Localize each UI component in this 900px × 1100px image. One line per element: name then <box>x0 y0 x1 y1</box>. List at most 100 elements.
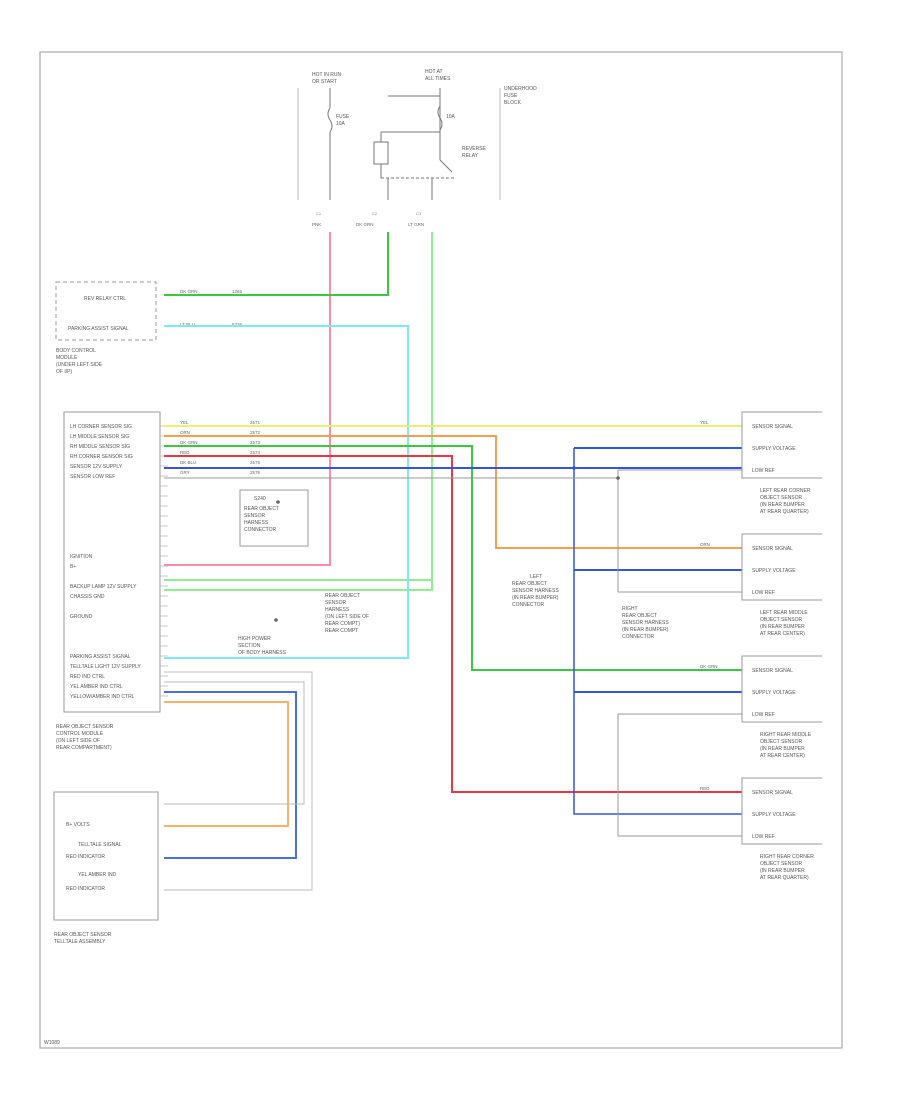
rosm-wire-color: YEL <box>180 420 189 425</box>
sensor-name: OBJECT SENSOR <box>760 495 803 501</box>
ground-note-1: REAR OBJECT <box>325 593 360 599</box>
rosm-wire-circuit: 2575 <box>250 460 261 465</box>
rosm-wire-circuit: 2574 <box>250 450 261 455</box>
relay-switch-icon <box>439 159 453 173</box>
relay-label-1: REVERSE <box>462 146 487 152</box>
clutch-text-3: OF BODY HARNESS <box>238 650 287 656</box>
wire-grey-bus-2 <box>617 714 742 837</box>
middle-note-left: LEFT REAR OBJECT SENSOR HARNESS (IN REAR… <box>512 574 559 608</box>
fuse-block-label-2: FUSE <box>504 93 518 99</box>
sensor-pin-label: SENSOR SIGNAL <box>752 790 793 796</box>
rosm-wire-circuit: 2572 <box>250 430 261 435</box>
rosm-pin-label: YEL AMBER IND CTRL <box>70 684 123 690</box>
wire-red-rhcorner <box>164 455 742 793</box>
sensor-signal-color: DK GRN <box>700 664 718 669</box>
sensor-name: RIGHT REAR MIDDLE <box>760 732 812 738</box>
relay-coil-icon <box>373 141 389 165</box>
bcm-title-1: BODY CONTROL <box>56 348 96 354</box>
fuse-run-label-2: ALL TIMES <box>425 76 451 82</box>
rear-object-module: LH CORNER SENSOR SIG LH MIDDLE SENSOR SIG… <box>56 411 261 751</box>
rosm-pin-label: IGNITION <box>70 554 93 560</box>
rosm-pin-label: LH CORNER SENSOR SIG <box>70 424 132 430</box>
ground-dot-icon <box>274 618 278 622</box>
rosm-pin-label: RED IND CTRL <box>70 674 105 680</box>
middle-note-right-3: SENSOR HARNESS <box>622 620 669 626</box>
splice-note-4: HARNESS <box>244 520 269 526</box>
fuse-wire-color-3: LT GRN <box>408 222 424 227</box>
rosm-wire-color: DK GRN <box>180 440 198 445</box>
sensor-signal-color: RED <box>700 786 710 791</box>
telltale-row-4: YEL AMBER IND <box>78 872 117 878</box>
relay-label-2: RELAY <box>462 153 479 159</box>
telltale-row-2: TELLTALE SIGNAL <box>78 842 122 848</box>
sensor-signal-color: ORN <box>700 542 710 547</box>
rosm-wire-color: GRY <box>180 470 190 475</box>
splice-note-1: S240 <box>254 496 266 502</box>
ground-note-6: REAR COMPT <box>325 628 358 634</box>
rosm-wire-circuit: 2576 <box>250 470 261 475</box>
fuse-label-2: 10A <box>336 121 346 127</box>
wire-ltgreen-backup <box>164 232 433 581</box>
sensor-box <box>741 777 822 845</box>
telltale-title-1: REAR OBJECT SENSOR <box>54 932 112 938</box>
sensor-name: AT REAR QUARTER) <box>760 875 809 881</box>
ground-note-4: (ON LEFT SIDE OF <box>325 614 369 620</box>
fuse-wire-color-2: DK GRN <box>356 222 374 227</box>
bcm-wire-1-circuit: 1265 <box>232 289 243 294</box>
rosm-pin-label: B+ <box>70 564 76 570</box>
rosm-wire-circuit: 2573 <box>250 440 261 445</box>
rosm-pin-label: GROUND <box>70 614 93 620</box>
fuse-block: HOT IN RUN OR START HOT AT ALL TIMES UND… <box>297 69 537 227</box>
splice-note-3: SENSOR <box>244 513 266 519</box>
sensor-pin-label: LOW REF <box>752 590 775 596</box>
splice-junction-icon-2 <box>572 466 576 470</box>
sensor-pin-label: LOW REF <box>752 468 775 474</box>
wire-blue-display <box>164 691 297 859</box>
middle-note-right: RIGHT REAR OBJECT SENSOR HARNESS (IN REA… <box>622 606 669 640</box>
ground-note-3: HARNESS <box>325 607 350 613</box>
rosm-pin-label: BACKUP LAMP 12V SUPPLY <box>70 584 137 590</box>
wire-grey-display-2 <box>164 671 313 891</box>
middle-note-right-2: REAR OBJECT <box>622 613 657 619</box>
rosm-title-2: CONTROL MODULE <box>56 731 104 737</box>
sensor-name: AT REAR CENTER) <box>760 753 805 759</box>
middle-note-right-5: CONNECTOR <box>622 634 655 640</box>
ground-note-5: REAR COMPT) <box>325 621 360 627</box>
bcm-line-2: PARKING ASSIST SIGNAL <box>68 326 129 332</box>
bcm-wire-2-circuit: 5326 <box>232 322 243 327</box>
wire-green-rhmiddle <box>164 445 742 671</box>
ground-note: REAR OBJECT SENSOR HARNESS (ON LEFT SIDE… <box>238 593 369 656</box>
telltale-assembly: B+ VOLTS TELLTALE SIGNAL RED INDICATOR Y… <box>53 791 159 945</box>
splice-dot-icon <box>276 500 280 504</box>
splice-note-5: CONNECTOR <box>244 527 277 533</box>
wire-orange-display <box>164 701 289 827</box>
middle-note-left-1: LEFT <box>530 574 542 580</box>
telltale-row-5: RED INDICATOR <box>66 886 105 892</box>
wire-pink-bplus <box>164 232 331 566</box>
wires <box>164 232 742 891</box>
sensor-name: (IN REAR BUMPER <box>760 624 805 630</box>
bcm-wire-1-color: DK GRN <box>180 289 198 294</box>
fuse-pin-3: C3 <box>416 211 422 216</box>
bcm-title-3: (UNDER LEFT SIDE <box>56 362 103 368</box>
sensor-pin-label: SENSOR SIGNAL <box>752 424 793 430</box>
sensor-name: AT REAR QUARTER) <box>760 509 809 515</box>
sensor-name: OBJECT SENSOR <box>760 861 803 867</box>
middle-note-right-1: RIGHT <box>622 606 638 612</box>
rosm-pin-label: CHASSIS GND <box>70 594 105 600</box>
rosm-pin-label: LH MIDDLE SENSOR SIG <box>70 434 129 440</box>
wire-grey-display-1 <box>164 681 305 805</box>
telltale-title-2: TELLTALE ASSEMBLY <box>54 939 106 945</box>
splice-connector: S240 REAR OBJECT SENSOR HARNESS CONNECTO… <box>239 489 309 547</box>
footer-code: W1089 <box>44 1040 60 1046</box>
middle-note-left-3: SENSOR HARNESS <box>512 588 559 594</box>
wire-ltgreen-backup-2 <box>164 580 433 591</box>
wire-dkgreen-relay <box>164 232 389 296</box>
fuse-pin-1: C1 <box>316 211 322 216</box>
bcm-title-2: MODULE <box>56 355 78 361</box>
fuse-pin-2: C2 <box>372 211 378 216</box>
fuse-icon <box>327 107 333 133</box>
